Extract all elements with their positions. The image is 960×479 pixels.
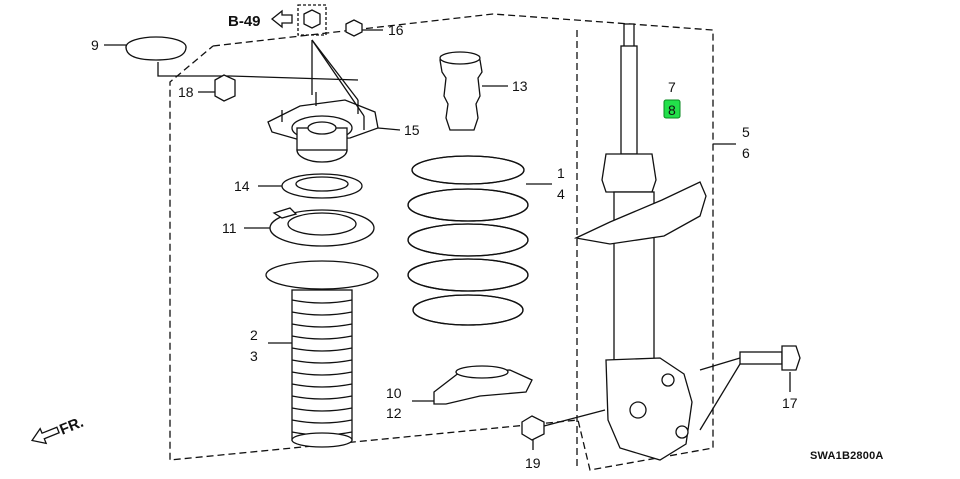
- nut-icon-ref: [303, 9, 321, 29]
- callout-15: 15: [404, 122, 420, 138]
- boot-top-flange: [265, 260, 379, 290]
- callout-17: 17: [782, 395, 798, 411]
- callout-8: 8: [668, 102, 676, 118]
- callout-2: 2: [250, 327, 258, 343]
- dust-boot-2-3: [291, 289, 353, 441]
- callout-9: 9: [91, 37, 99, 53]
- callout-12: 12: [386, 405, 402, 421]
- callout-11: 11: [222, 220, 237, 236]
- reference-nut-box: [297, 4, 327, 36]
- nut-16-icon: [345, 19, 363, 37]
- callout-14: 14: [234, 178, 250, 194]
- reference-label: B-49: [228, 13, 261, 30]
- callout-13: 13: [512, 78, 528, 94]
- front-direction-indicator: FR.: [30, 414, 86, 445]
- nut-18-icon: [214, 74, 236, 102]
- bolt-17: [739, 345, 801, 371]
- callout-5: 5: [742, 124, 750, 140]
- callout-18: 18: [178, 84, 194, 100]
- callout-3: 3: [250, 348, 258, 364]
- assembly-boundary-left: [169, 13, 714, 471]
- callout-10: 10: [386, 385, 402, 401]
- callout-1: 1: [557, 165, 565, 181]
- front-arrow-icon: [30, 426, 60, 445]
- nut-19-icon: [521, 415, 545, 441]
- front-label: FR.: [57, 414, 86, 439]
- callout-7: 7: [668, 79, 676, 95]
- callout-16: 16: [388, 22, 404, 38]
- highlight-part-8: [663, 99, 681, 119]
- diagram-code: SWA1B2800A: [810, 450, 884, 462]
- reference-arrow-icon: [270, 9, 293, 29]
- strut-shock-absorber-5-6: [573, 23, 707, 461]
- callout-19: 19: [525, 455, 541, 471]
- callout-4: 4: [557, 186, 565, 202]
- bump-stop-13: [439, 59, 483, 131]
- callout-6: 6: [742, 145, 750, 161]
